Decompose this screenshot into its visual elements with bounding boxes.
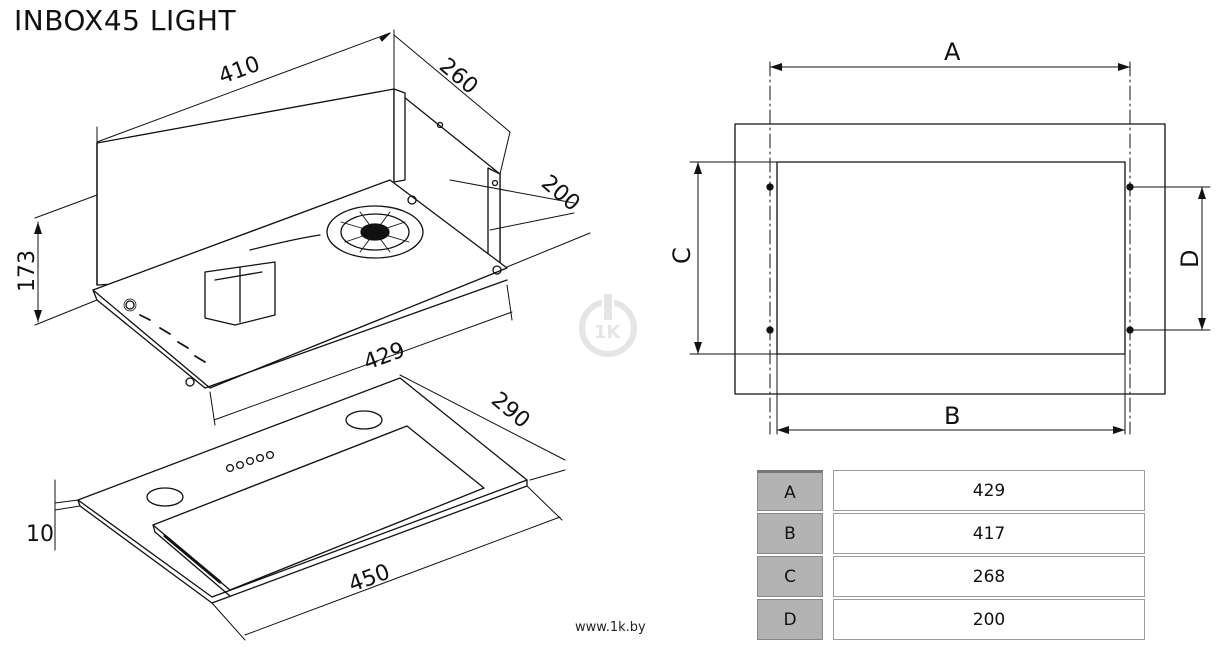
spec-row: C 268 bbox=[757, 556, 1147, 599]
dim-depth-top: 260 bbox=[434, 53, 482, 99]
watermark: www.1k.by bbox=[575, 620, 646, 635]
front-panel bbox=[77, 377, 528, 604]
spec-row: D 200 bbox=[757, 599, 1147, 642]
product-title: INBOX45 LIGHT bbox=[14, 4, 237, 37]
dim-width-panel: 450 bbox=[346, 560, 394, 598]
dim-width-frame: 429 bbox=[361, 338, 409, 376]
dim-depth-inner: 200 bbox=[536, 170, 584, 216]
spec-key: A bbox=[757, 470, 823, 511]
spec-value: 268 bbox=[833, 556, 1145, 597]
spec-row: B 417 bbox=[757, 513, 1147, 556]
dim-height: 173 bbox=[15, 250, 40, 292]
spec-value: 417 bbox=[833, 513, 1145, 554]
logo-text: 1K bbox=[594, 322, 622, 343]
dim-panel-thickness: 10 bbox=[26, 522, 54, 547]
power-icon-logo: 1K bbox=[579, 292, 637, 357]
cutout-label-d: D bbox=[1176, 250, 1204, 268]
dimension-lines-3d bbox=[34, 29, 591, 641]
dimension-arrows bbox=[34, 63, 1206, 434]
cutout-drawing bbox=[689, 61, 1211, 435]
spec-value: 429 bbox=[833, 470, 1145, 511]
spec-key: D bbox=[757, 599, 823, 640]
hood-body bbox=[92, 88, 508, 389]
dim-depth-panel: 290 bbox=[486, 387, 534, 433]
spec-key: C bbox=[757, 556, 823, 597]
cutout-label-a: A bbox=[944, 38, 961, 66]
cutout-label-c: C bbox=[668, 247, 696, 264]
spec-key: B bbox=[757, 513, 823, 554]
dim-width-top: 410 bbox=[216, 52, 264, 90]
spec-table: A 429 B 417 C 268 D 200 bbox=[757, 470, 1147, 642]
spec-value: 200 bbox=[833, 599, 1145, 640]
cutout-label-b: B bbox=[944, 402, 960, 430]
spec-row: A 429 bbox=[757, 470, 1147, 513]
